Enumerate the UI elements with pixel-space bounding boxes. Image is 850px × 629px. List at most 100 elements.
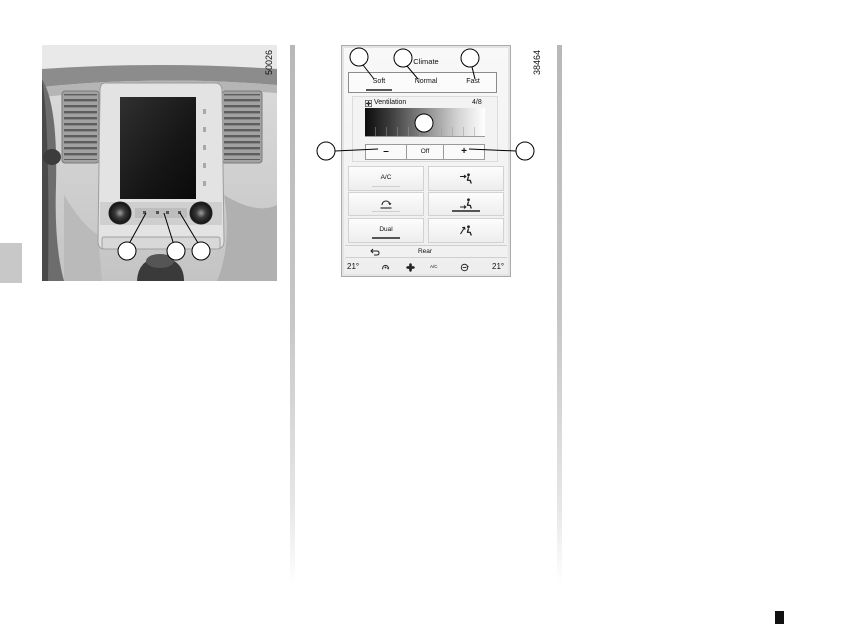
chapter-tab [0, 243, 22, 283]
airflow-windscreen-button[interactable] [428, 218, 504, 243]
gear-lever-knob [146, 254, 174, 268]
airflow-arrow [460, 174, 467, 179]
fan-icon [365, 100, 372, 107]
right-knob [189, 201, 213, 225]
tab-fast[interactable]: Fast [458, 73, 488, 92]
airflow-feet-button[interactable] [428, 192, 504, 216]
driver-temperature[interactable]: 21° [347, 262, 360, 271]
air-distribution-arrowhead [386, 267, 390, 270]
recirculation-icon[interactable] [460, 263, 469, 272]
air-distribution-icon[interactable] [381, 263, 390, 272]
occupant-body [466, 201, 472, 209]
climate-button-grid: A/C [348, 165, 505, 244]
console-button [178, 211, 181, 214]
tab-label: Soft [372, 78, 386, 85]
airflow-windscreen-icon [460, 225, 472, 236]
ventilation-level: 4/8 [472, 99, 482, 106]
left-knob [108, 201, 132, 225]
steering-wheel-shadow [42, 79, 49, 281]
ventilation-mode-tabs: Soft Normal Fast [348, 72, 497, 93]
console-buttons [143, 211, 181, 214]
off-button[interactable]: Off [406, 145, 444, 159]
page-marker [775, 611, 784, 624]
fan-blade [365, 102, 369, 105]
selected-underline [366, 89, 392, 91]
lower-right-panel [217, 195, 277, 281]
rear-button[interactable]: Rear [417, 248, 433, 255]
recirculation-arrowhead [388, 203, 392, 205]
ventilation-panel: Ventilation 4/8 – Off + [352, 96, 498, 162]
fan-icon-blades [406, 263, 415, 272]
fan-blade [410, 266, 415, 269]
recirculation-arc [381, 200, 391, 206]
side-button [203, 145, 206, 150]
side-button [203, 109, 206, 114]
ventilation-controls: – Off + [365, 144, 485, 160]
lower-button-row [101, 236, 221, 250]
airflow-arrow [460, 226, 466, 235]
ac-button-label: A/C [380, 174, 392, 181]
climate-screen-illustration: Climate Soft Normal Fast Ventilation 4/8 [341, 45, 511, 277]
console-button [143, 211, 146, 214]
back-arrow-shape [370, 248, 380, 256]
callout-marker [515, 141, 535, 161]
multimedia-screen [120, 97, 196, 199]
ventilation-level-slider[interactable] [365, 108, 485, 137]
tab-soft[interactable]: Soft [363, 73, 395, 92]
fan-blade [406, 266, 411, 269]
fan-icon-blades [365, 100, 372, 107]
slider-ticks [365, 127, 485, 137]
fan-blade [367, 103, 370, 107]
fan-icon-frame [365, 100, 372, 107]
tab-normal[interactable]: Normal [406, 73, 446, 92]
tab-label: Normal [414, 78, 438, 85]
dashboard-top-edge [42, 65, 277, 87]
airflow-arrow [460, 205, 467, 209]
occupant-body [466, 228, 472, 236]
increase-button[interactable]: + [461, 146, 467, 157]
passenger-temperature[interactable]: 21° [492, 262, 505, 271]
back-arrow-icon[interactable] [370, 248, 380, 256]
airflow-face-icon [460, 173, 472, 184]
console-button [156, 211, 159, 214]
decrease-button[interactable]: – [383, 146, 389, 157]
console-button-strip [135, 208, 187, 218]
console-button [166, 211, 169, 214]
airflow-feet-icon [460, 198, 472, 209]
side-button [203, 181, 206, 186]
air-distribution-dot [384, 266, 387, 269]
ac-button[interactable]: A/C [348, 166, 424, 191]
selected-underline [461, 89, 485, 91]
fan-blade [409, 267, 412, 272]
occupant-head [467, 198, 470, 202]
dashboard-photo [42, 45, 277, 281]
fan-blade [367, 100, 370, 104]
airflow-face-button[interactable] [428, 166, 504, 191]
occupant-head [467, 173, 470, 177]
fan-blade [368, 102, 372, 105]
right-air-vent-slats [224, 94, 260, 160]
airflow-feet-indicator [452, 210, 480, 212]
ventilation-label: Ventilation [374, 99, 407, 106]
left-air-vent-slats [64, 94, 97, 160]
recirculation-button[interactable] [348, 192, 424, 216]
occupant-body [466, 176, 472, 184]
fan-icon[interactable] [406, 263, 415, 272]
recirculation-icon [380, 200, 392, 209]
selected-underline [409, 89, 443, 91]
callout-marker [316, 141, 336, 161]
tab-label: Fast [466, 78, 480, 85]
screen-side-buttons [203, 109, 206, 186]
column-divider-right [557, 45, 562, 585]
dual-indicator [372, 237, 400, 239]
dual-button[interactable]: Dual [348, 218, 424, 243]
lower-left-panel [64, 195, 102, 281]
figure-reference-right: 38464 [532, 50, 542, 76]
windscreen-area [42, 45, 277, 69]
steering-stalk [43, 149, 61, 165]
side-button [203, 163, 206, 168]
dual-button-label: Dual [379, 226, 393, 233]
status-ac-label[interactable]: A/C [430, 264, 438, 269]
climate-status-bar: 21° A/C 21° [342, 260, 510, 274]
recirculation-indicator [372, 211, 400, 212]
